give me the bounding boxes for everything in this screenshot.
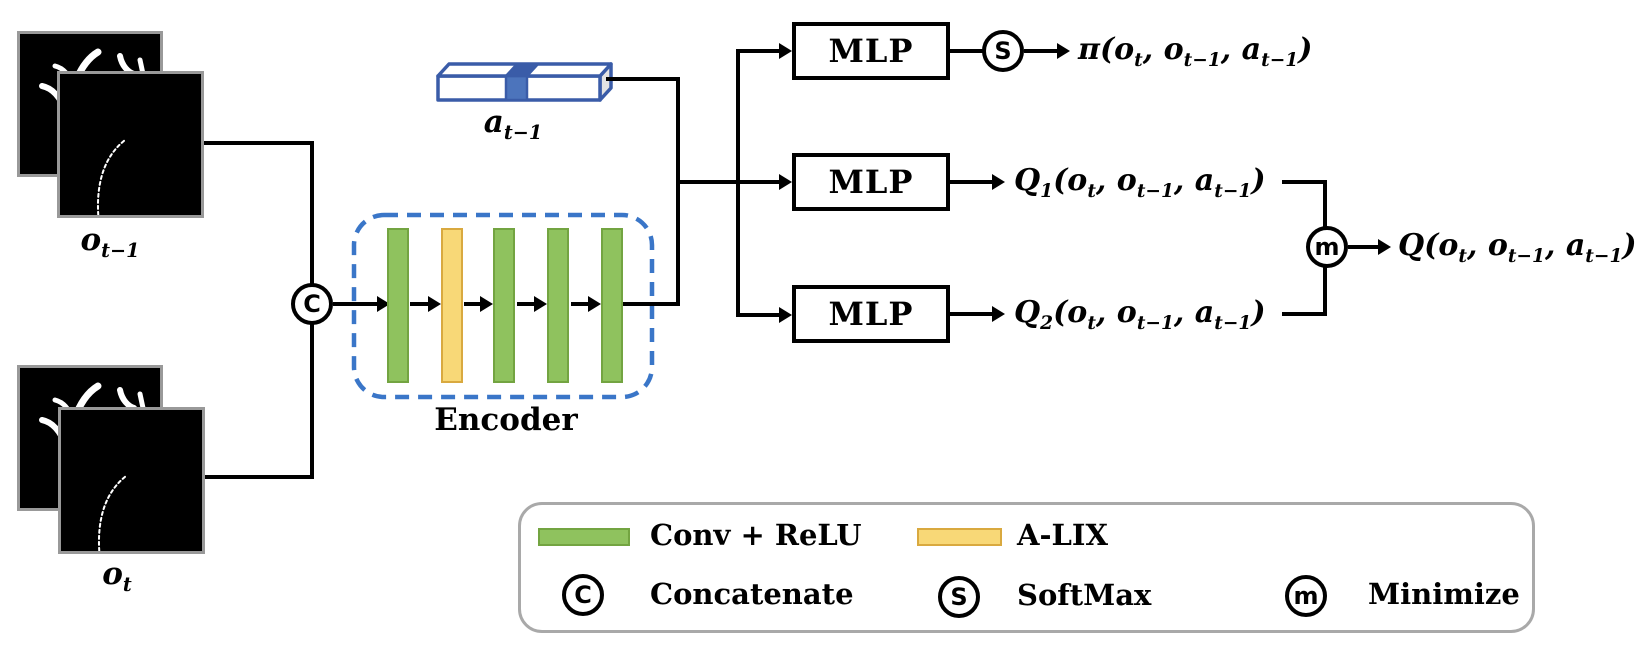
mlp-label: MLP: [828, 295, 914, 333]
legend-concatenate-label: Concatenate: [650, 577, 854, 611]
concatenate-circle: C: [291, 283, 333, 325]
arrow-head-icon: [428, 296, 441, 312]
legend-minimize-label: Minimize: [1368, 577, 1520, 611]
arrow-head-icon: [992, 306, 1005, 322]
arrow-head-icon: [779, 43, 792, 59]
minimize-circle: m: [1306, 226, 1348, 268]
arrow-head-icon: [1057, 43, 1070, 59]
curr-observation-front-image: [58, 407, 205, 554]
connector-line: [676, 180, 740, 184]
connector-line: [736, 313, 779, 317]
connector-line: [203, 475, 314, 479]
arrow-head-icon: [779, 174, 792, 190]
connector-line: [410, 302, 428, 306]
minimize-symbol: m: [1314, 233, 1340, 261]
legend-conv-label: Conv + ReLU: [650, 518, 862, 552]
arrow-head-icon: [779, 307, 792, 323]
legend-minimize-circle: m: [1285, 575, 1327, 617]
arrow-head-icon: [377, 296, 390, 312]
mlp-label: MLP: [828, 163, 914, 201]
sketch-curve-image: [96, 139, 126, 215]
connector-line: [571, 302, 588, 306]
encoder-layer-conv-1: [387, 228, 409, 383]
softmax-circle: S: [982, 30, 1024, 72]
legend-softmax-label: SoftMax: [1017, 578, 1152, 612]
connector-line: [1282, 180, 1327, 184]
legend-concatenate-circle: C: [562, 574, 604, 616]
q1-output-formula: Q1(ot, ot−1, at−1): [1014, 163, 1266, 202]
concatenate-symbol: C: [303, 290, 321, 318]
connector-line: [950, 312, 992, 316]
arrow-head-icon: [480, 296, 493, 312]
action-label: at−1: [483, 104, 543, 145]
connector-line: [736, 49, 779, 53]
connector-line: [1024, 49, 1057, 53]
sketch-curve-image: [97, 475, 127, 551]
mlp-box-q1: MLP: [792, 153, 950, 211]
policy-output-formula: π(ot, ot−1, at−1): [1078, 32, 1313, 71]
connector-line: [622, 302, 680, 306]
prev-observation-label: ot−1: [80, 222, 140, 263]
arrow-head-icon: [1378, 239, 1391, 255]
prev-observation-front-image: [57, 71, 204, 218]
encoder-layer-conv-2: [493, 228, 515, 383]
connector-line: [464, 302, 480, 306]
connector-line: [310, 323, 314, 477]
connector-line: [950, 49, 983, 53]
action-vector-icon: [436, 62, 613, 102]
legend-conv-swatch: [538, 528, 630, 546]
arrow-head-icon: [992, 174, 1005, 190]
softmax-symbol: S: [994, 37, 1012, 65]
legend-box: [518, 502, 1535, 633]
mlp-label: MLP: [828, 32, 914, 70]
connector-line: [606, 77, 680, 81]
curr-observation-label: ot: [102, 556, 132, 597]
softmax-symbol: S: [950, 583, 968, 611]
legend-softmax-circle: S: [938, 576, 980, 618]
q2-output-formula: Q2(ot, ot−1, at−1): [1014, 295, 1266, 334]
connector-line: [1323, 266, 1327, 316]
mlp-box-q2: MLP: [792, 285, 950, 343]
connector-line: [676, 77, 680, 306]
legend-alix-label: A-LIX: [1017, 518, 1108, 552]
concatenate-symbol: C: [574, 581, 592, 609]
connector-line: [310, 141, 314, 285]
connector-line: [736, 180, 779, 184]
minimize-symbol: m: [1293, 582, 1319, 610]
connector-line: [333, 302, 377, 306]
legend-alix-swatch: [917, 528, 1002, 546]
connector-line: [1282, 312, 1327, 316]
arrow-head-icon: [588, 296, 601, 312]
connector-line: [517, 302, 534, 306]
connector-line: [950, 180, 992, 184]
q-output-formula: Q(ot, ot−1, at−1): [1398, 228, 1637, 267]
arrow-head-icon: [534, 296, 547, 312]
encoder-layer-conv-3: [547, 228, 569, 383]
connector-line: [1323, 180, 1327, 228]
encoder-layer-conv-4: [601, 228, 623, 383]
encoder-label: Encoder: [434, 402, 578, 438]
connector-line: [202, 141, 314, 145]
encoder-layer-alix: [441, 228, 463, 383]
connector-line: [1348, 245, 1378, 249]
encoder-boundary: [351, 212, 655, 400]
mlp-box-policy: MLP: [792, 22, 950, 80]
